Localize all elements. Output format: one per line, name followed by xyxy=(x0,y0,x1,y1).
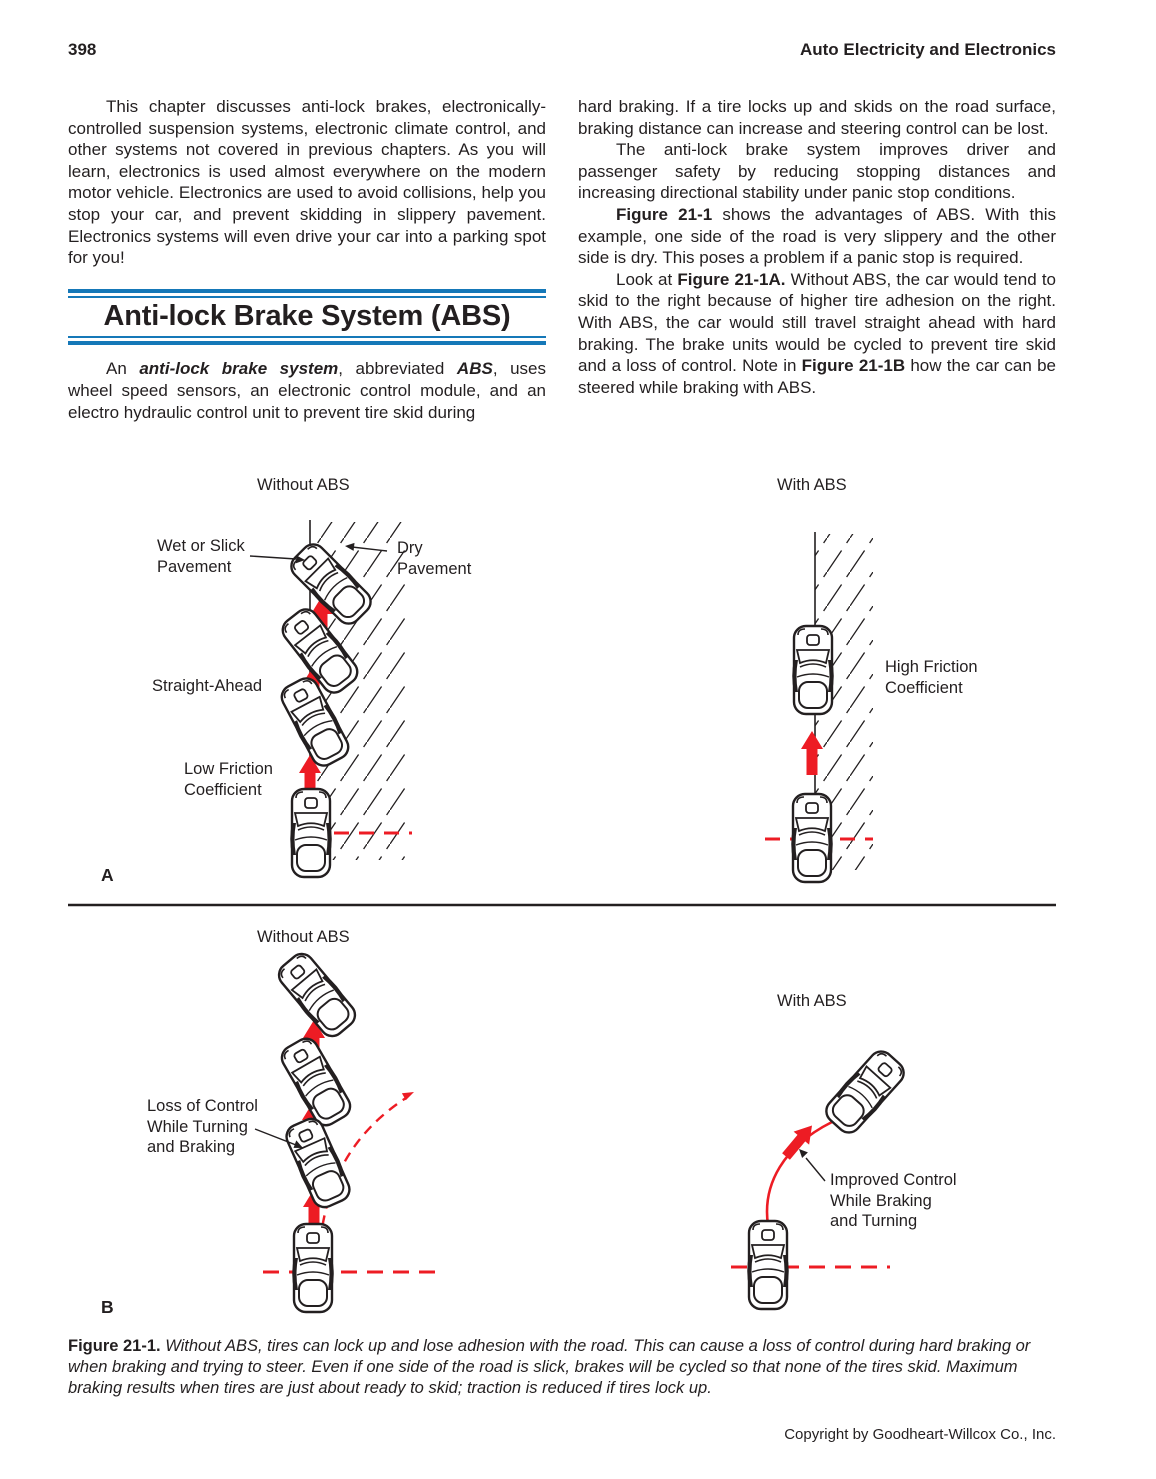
abs-continuation-paragraph: hard braking. If a tire locks up and ski… xyxy=(578,97,1056,138)
figure-caption: Figure 21-1. Without ABS, tires can lock… xyxy=(68,1337,1031,1397)
page-header: 398 Auto Electricity and Electronics xyxy=(68,0,1056,60)
panel-b-right xyxy=(731,1044,912,1311)
loss-of-control-label: Loss of Control While Turning and Brakin… xyxy=(147,1097,258,1156)
panel-a-tag: A xyxy=(101,865,114,885)
panel-a-right-title: With ABS xyxy=(777,476,847,494)
dry-pavement-label: Dry Pavement xyxy=(397,539,472,578)
panel-a-right xyxy=(765,532,873,884)
article-body: This chapter discusses anti-lock brakes,… xyxy=(68,96,1056,423)
low-friction-label: Low Friction Coefficient xyxy=(184,760,273,799)
straight-ahead-label: Straight-Ahead xyxy=(152,677,263,695)
improved-control-label: Improved Control While Braking and Turni… xyxy=(830,1171,957,1230)
car-icon xyxy=(291,1222,335,1314)
improved-callout-arrow xyxy=(799,1149,826,1182)
panel-b-left-title: Without ABS xyxy=(257,928,350,946)
section-rule-bottom xyxy=(68,336,546,346)
right-column: hard braking. If a tire locks up and ski… xyxy=(578,96,1056,423)
wet-pavement-label: Wet or Slick Pavement xyxy=(157,537,245,576)
dry-callout-arrow xyxy=(345,542,388,552)
wet-callout-arrow xyxy=(249,555,305,564)
abs-benefits-paragraph: The anti-lock brake system improves driv… xyxy=(578,140,1056,203)
panel-b-right-title: With ABS xyxy=(777,992,847,1010)
controlled-path-curve xyxy=(765,1120,833,1226)
car-icon xyxy=(791,624,835,716)
section-heading-block: Anti-lock Brake System (ABS) xyxy=(68,288,546,346)
car-icon xyxy=(818,1044,912,1140)
panel-b-tag: B xyxy=(101,1297,114,1317)
left-column: This chapter discusses anti-lock brakes,… xyxy=(68,96,546,423)
intro-paragraph: This chapter discusses anti-lock brakes,… xyxy=(68,97,546,268)
loss-callout-arrow xyxy=(254,1128,303,1148)
copyright-notice: Copyright by Goodheart-Willcox Co., Inc. xyxy=(784,1426,1056,1443)
figure-canvas xyxy=(68,520,1056,1314)
page: 398 Auto Electricity and Electronics Thi… xyxy=(68,0,1056,1479)
high-friction-label: High Friction Coefficient xyxy=(885,658,978,697)
red-arrow-icon xyxy=(778,1118,820,1164)
car-icon xyxy=(746,1219,790,1311)
car-icon xyxy=(790,792,834,884)
header-title: Auto Electricity and Electronics xyxy=(799,40,1056,59)
figure-21-1: Without ABS With ABS Wet or Slick Paveme… xyxy=(68,470,1056,1332)
figure-reference-paragraph: Figure 21-1 shows the advantages of ABS.… xyxy=(578,204,1056,268)
section-rule-top xyxy=(68,288,546,298)
page-number: 398 xyxy=(68,40,97,59)
abs-intro-paragraph: An anti-lock brake system, abbreviated A… xyxy=(68,359,546,422)
intended-path-arrowhead xyxy=(401,1092,414,1101)
panel-b-left xyxy=(254,946,437,1314)
car-icon xyxy=(289,787,333,879)
section-title: Anti-lock Brake System (ABS) xyxy=(103,299,511,332)
car-icon xyxy=(279,1113,357,1213)
figure-detail-paragraph: Look at Figure 21-1A. Without ABS, the c… xyxy=(578,269,1056,397)
car-icon xyxy=(274,1032,358,1132)
panel-a-left xyxy=(249,520,412,879)
panel-a-left-title: Without ABS xyxy=(257,476,350,494)
